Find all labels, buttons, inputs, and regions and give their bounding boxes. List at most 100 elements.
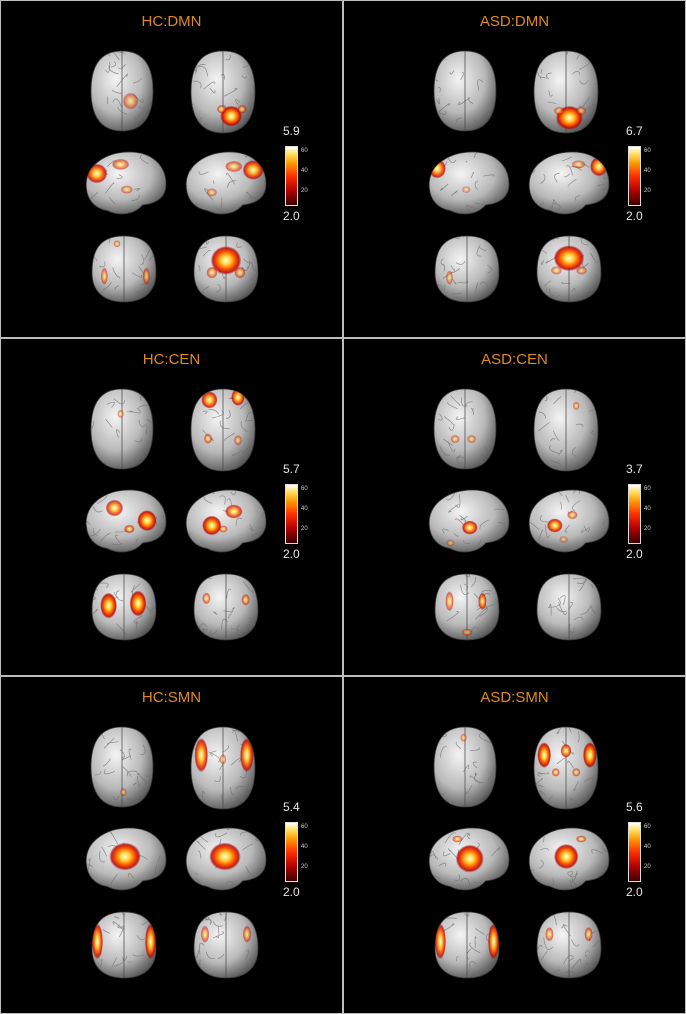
activation-blob — [219, 754, 227, 765]
activation-blob — [567, 510, 578, 520]
colorbar-min-label: 2.0 — [626, 547, 643, 561]
colorbar-tick: 20 — [301, 526, 308, 532]
brain-view-posterior — [191, 233, 261, 305]
brain-view-inferior — [432, 387, 498, 471]
activation-blob — [575, 106, 587, 116]
brain-view-right — [524, 149, 612, 219]
brain-view-posterior — [191, 909, 261, 981]
activation-blob — [445, 591, 454, 612]
activation-blob — [446, 539, 455, 547]
panel-title: ASD:CEN — [481, 351, 548, 368]
activation-blob — [111, 158, 130, 170]
activation-blob — [460, 733, 467, 742]
brain-view-superior — [189, 49, 257, 135]
colorbar-tick: 60 — [644, 486, 651, 492]
colorbar-tick: 20 — [301, 864, 308, 870]
colorbar: 60 40 20 — [285, 484, 315, 544]
panel-title: ASD:DMN — [479, 13, 550, 30]
brain-view-inferior — [89, 725, 155, 809]
activation-blob — [113, 240, 121, 248]
activation-blob — [137, 510, 157, 532]
activation-blob — [575, 835, 587, 843]
panel-title: HC:SMN — [141, 689, 202, 706]
activation-blob — [435, 923, 446, 960]
brain-surface — [528, 489, 610, 553]
brain-view-inferior — [89, 49, 155, 133]
colorbar-gradient — [285, 822, 298, 882]
activation-blob — [120, 185, 133, 194]
brain-view-superior — [189, 387, 257, 473]
activation-blob — [455, 844, 484, 873]
colorbar-min-label: 2.0 — [626, 885, 643, 899]
brain-view-anterior — [432, 909, 502, 981]
brain-view-left — [81, 825, 169, 895]
activation-blob — [225, 504, 243, 519]
brain-view-inferior — [89, 387, 155, 471]
colorbar-tick: 40 — [644, 506, 651, 512]
colorbar-tick: 60 — [301, 486, 308, 492]
brain-view-posterior — [534, 909, 604, 981]
activation-blob — [572, 768, 581, 777]
activation-blob — [122, 92, 139, 110]
activation-blob — [142, 267, 150, 285]
activation-blob — [461, 520, 478, 535]
activation-blob — [206, 188, 218, 197]
brain-view-left — [81, 487, 169, 557]
activation-blob — [553, 843, 579, 870]
colorbar-tick: 40 — [644, 844, 651, 850]
colorbar-max-label: 5.9 — [283, 124, 300, 138]
activation-blob — [466, 434, 477, 444]
colorbar-tick: 40 — [301, 506, 308, 512]
activation-blob — [124, 524, 135, 534]
activation-blob — [545, 927, 554, 942]
activation-blob — [216, 104, 227, 114]
colorbar-gradient — [285, 146, 298, 206]
activation-blob — [231, 389, 245, 406]
activation-blob — [478, 592, 487, 610]
colorbar-max-label: 5.6 — [626, 800, 643, 814]
brain-view-right — [181, 825, 269, 895]
colorbar-tick: 40 — [644, 168, 651, 174]
colorbar-tick: 20 — [301, 188, 308, 194]
brain-view-superior — [532, 725, 600, 811]
activation-blob — [553, 245, 585, 272]
activation-blob — [194, 737, 209, 773]
activation-blob — [241, 594, 250, 606]
activation-blob — [242, 925, 252, 943]
activation-blob — [461, 186, 471, 194]
colorbar-tick: 60 — [301, 148, 308, 154]
activation-blob — [560, 743, 572, 758]
brain-view-anterior — [89, 233, 159, 305]
activation-blob — [100, 592, 117, 619]
activation-blob — [234, 266, 246, 279]
activation-blob — [109, 842, 141, 871]
brain-surface — [185, 489, 267, 553]
activation-blob — [200, 925, 210, 943]
activation-blob — [461, 628, 473, 636]
brain-view-left — [424, 487, 512, 557]
brain-view-anterior — [89, 909, 159, 981]
activation-blob — [450, 434, 460, 444]
activation-blob — [145, 923, 156, 960]
colorbar-tick: 60 — [644, 148, 651, 154]
brain-view-right — [524, 825, 612, 895]
brain-view-anterior — [432, 233, 502, 305]
activation-blob — [551, 768, 560, 777]
activation-blob — [203, 433, 213, 444]
activation-blob — [202, 515, 222, 536]
brain-surface — [85, 151, 167, 215]
colorbar-tick: 20 — [644, 864, 651, 870]
brain-view-left — [81, 149, 169, 219]
activation-blob — [120, 788, 127, 797]
activation-blob — [240, 737, 254, 773]
activation-blob — [576, 266, 588, 275]
brain-view-inferior — [432, 49, 498, 133]
panel-title: HC:DMN — [141, 13, 202, 30]
activation-blob — [201, 391, 218, 409]
